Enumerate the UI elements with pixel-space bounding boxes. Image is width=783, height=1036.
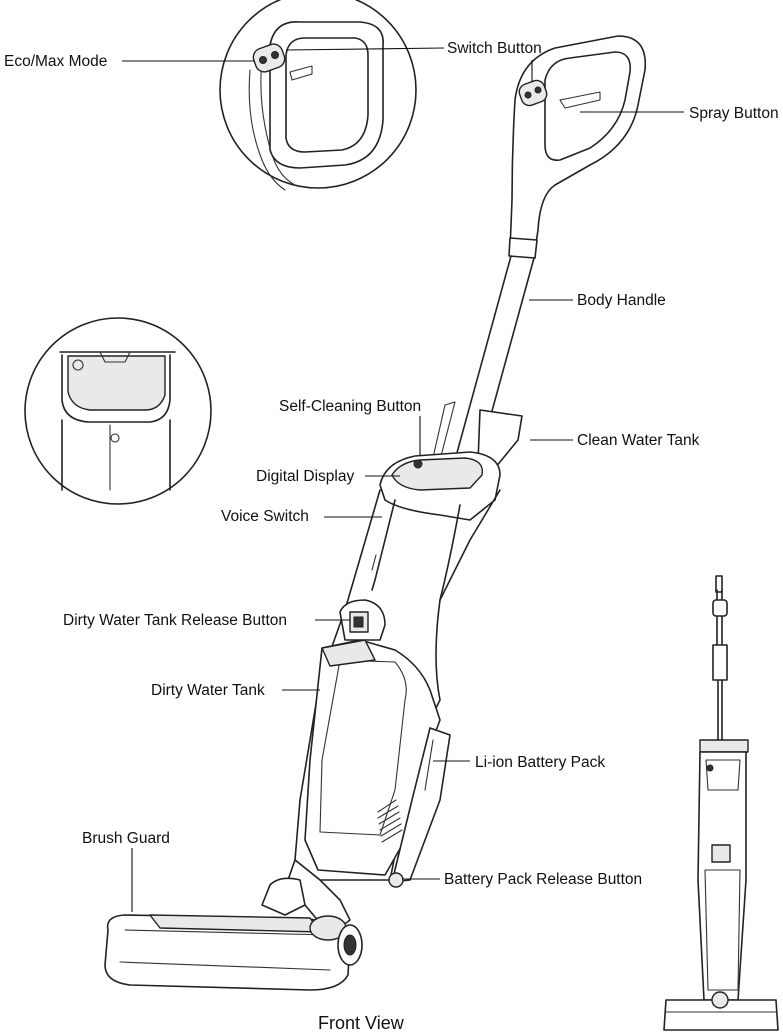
label-dirty-water-tank-release-button: Dirty Water Tank Release Button [63, 612, 287, 629]
leader-lines [122, 47, 684, 912]
caption-front-view: Front View [318, 1013, 405, 1033]
label-spray-button: Spray Button [689, 105, 779, 122]
label-self-cleaning-button: Self-Cleaning Button [279, 398, 421, 415]
label-clean-water-tank: Clean Water Tank [577, 432, 700, 449]
label-battery-pack-release-button: Battery Pack Release Button [444, 871, 642, 888]
handle-detail-circle [219, 0, 417, 191]
label-body-handle: Body Handle [577, 292, 666, 309]
vacuum-side-view [663, 575, 779, 1031]
label-digital-display: Digital Display [256, 468, 354, 485]
label-switch-button: Switch Button [447, 40, 542, 57]
label-li-ion-battery-pack: Li-ion Battery Pack [475, 754, 605, 771]
label-dirty-water-tank: Dirty Water Tank [151, 682, 265, 699]
label-voice-switch: Voice Switch [221, 508, 309, 525]
head-detail-circle [24, 317, 212, 505]
label-brush-guard: Brush Guard [82, 830, 170, 847]
vacuum-main [104, 35, 647, 991]
label-eco-max-mode: Eco/Max Mode [4, 53, 107, 70]
